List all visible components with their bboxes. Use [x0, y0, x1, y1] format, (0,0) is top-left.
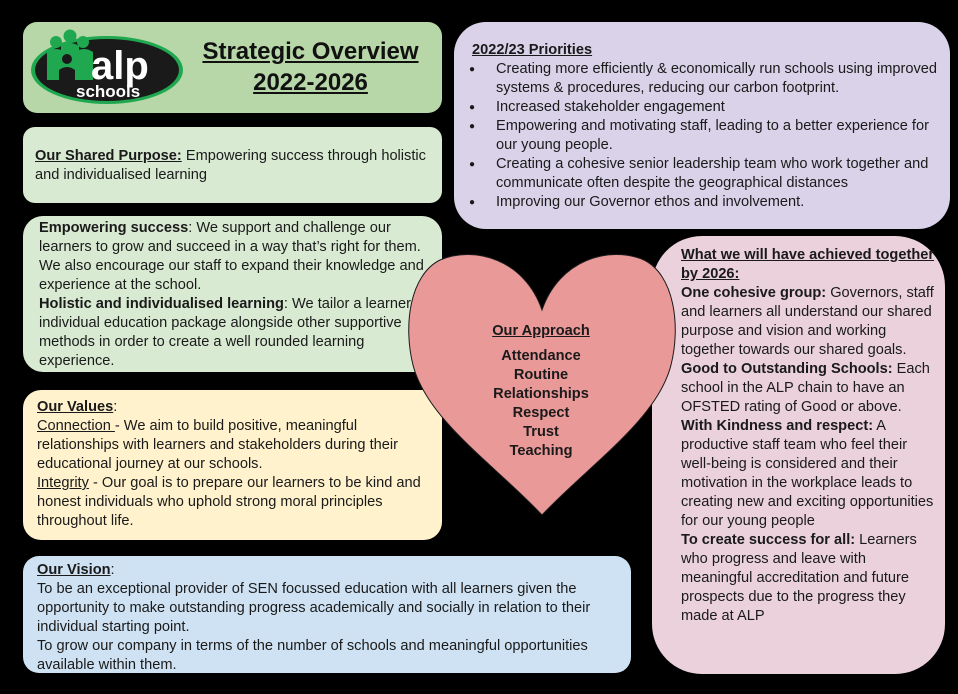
priority-item: Creating a cohesive senior leadership te…	[469, 155, 940, 193]
shared-purpose-label: Our Shared Purpose:	[35, 148, 182, 164]
approach-item: Trust	[523, 424, 559, 440]
priority-item: Empowering and motivating staff, leading…	[469, 117, 940, 155]
approach-item: Respect	[512, 405, 570, 421]
approach-heading: Our Approach	[492, 323, 590, 339]
title-panel: alp schools Strategic Overview 2022-2026	[23, 22, 442, 113]
achievement-item: To create success for all: Learners who …	[681, 532, 917, 624]
vision-heading: Our Vision:	[37, 562, 115, 578]
achievement-item: Good to Outstanding Schools: Each school…	[681, 361, 930, 415]
priorities-panel: 2022/23 Priorities Creating more efficie…	[454, 22, 950, 229]
approach-item: Attendance	[501, 348, 581, 364]
priority-item: Increased stakeholder engagement	[469, 98, 940, 117]
pillar-text: : We tailor a learner’s individual educa…	[39, 296, 422, 369]
approach-item: Teaching	[509, 443, 573, 459]
priority-item: Creating more efficiently & economically…	[469, 60, 940, 98]
pillar-item: Empowering success: We support and chall…	[39, 219, 432, 295]
pillar-label: Holistic and individualised learning	[39, 296, 284, 312]
achievement-item: One cohesive group: Governors, staff and…	[681, 285, 934, 358]
value-label: Connection	[37, 418, 115, 434]
vision-paragraph: To be an exceptional provider of SEN foc…	[37, 581, 591, 635]
value-label: Integrity	[37, 475, 89, 491]
approach-content: Our Approach Attendance Routine Relation…	[405, 322, 677, 461]
value-text: - We aim to build positive, meaningful r…	[37, 418, 398, 472]
values-panel: Our Values: Connection - We aim to build…	[23, 390, 442, 540]
alp-schools-logo: alp schools	[31, 29, 183, 104]
value-text: - Our goal is to prepare our learners to…	[37, 475, 421, 529]
priorities-heading: 2022/23 Priorities	[472, 42, 593, 58]
pillar-label: Empowering success	[39, 220, 189, 236]
approach-item: Relationships	[493, 386, 589, 402]
shared-purpose-panel: Our Shared Purpose: Empowering success t…	[23, 127, 442, 203]
achievements-heading: What we will have achieved together by 2…	[681, 247, 935, 282]
vision-paragraph: To grow our company in terms of the numb…	[37, 638, 588, 673]
svg-text:schools: schools	[76, 82, 140, 101]
title-line-2: 2022-2026	[253, 69, 368, 96]
priority-item: Improving our Governor ethos and involve…	[469, 193, 940, 212]
pillar-text: : We support and challenge our learners …	[39, 220, 424, 293]
pillars-panel: Empowering success: We support and chall…	[23, 216, 442, 372]
pillar-item: Holistic and individualised learning: We…	[39, 295, 432, 371]
achievement-item: With Kindness and respect: A productive …	[681, 418, 934, 529]
value-item: Connection - We aim to build positive, m…	[37, 417, 432, 474]
title-line-1: Strategic Overview	[202, 38, 419, 65]
shared-purpose-text: Empowering success through holistic and …	[35, 148, 426, 183]
values-heading: Our Values:	[37, 399, 118, 415]
achievements-panel: What we will have achieved together by 2…	[652, 236, 945, 674]
heart-shape	[408, 253, 676, 516]
vision-panel: Our Vision: To be an exceptional provide…	[23, 556, 631, 673]
approach-item: Routine	[513, 367, 569, 383]
svg-text:alp: alp	[91, 44, 149, 88]
value-item: Integrity - Our goal is to prepare our l…	[37, 474, 432, 531]
priorities-list: Creating more efficiently & economically…	[469, 60, 940, 212]
page-title: Strategic Overview 2022-2026	[183, 36, 438, 98]
